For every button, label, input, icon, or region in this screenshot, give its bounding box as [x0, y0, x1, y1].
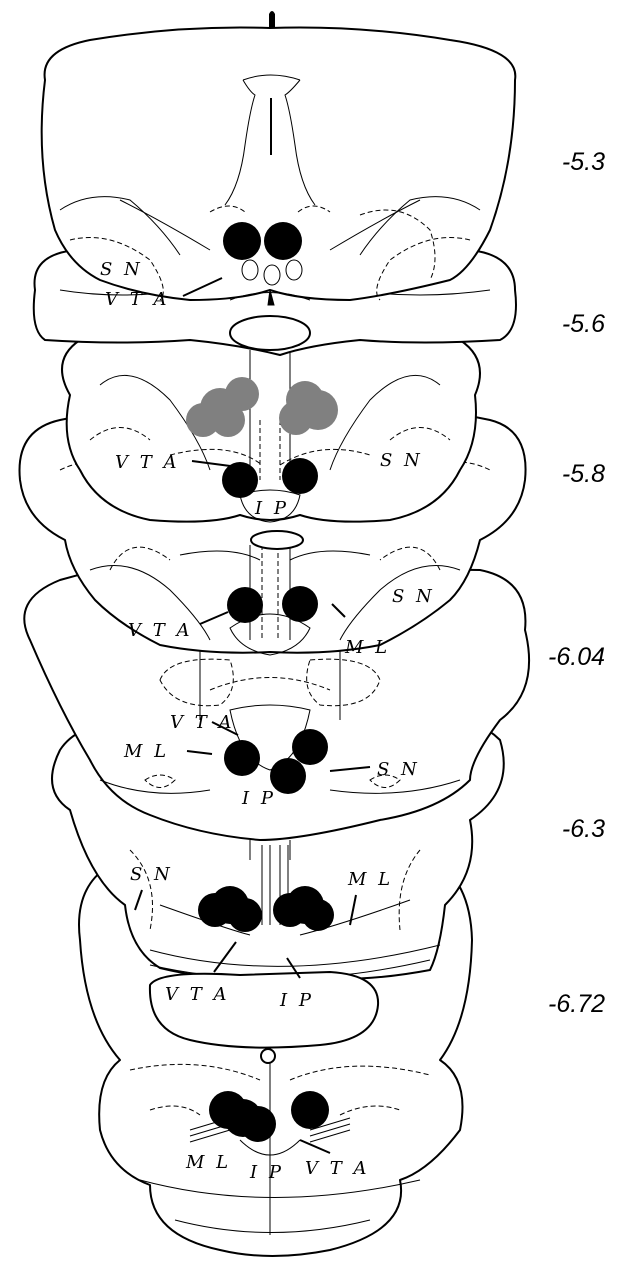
- label-ip: I P: [249, 1162, 284, 1183]
- lesion-dot: [282, 458, 318, 494]
- coordinate-label: -5.8: [562, 460, 605, 489]
- label-ip: I P: [254, 498, 289, 519]
- label-ip: I P: [241, 788, 276, 809]
- label-sn: S N: [100, 259, 143, 280]
- label-sn: S N: [377, 759, 420, 780]
- label-vta: V T A: [305, 1158, 369, 1179]
- lesion-dot: [227, 587, 263, 623]
- label-ml: M L: [347, 869, 393, 890]
- label-vta: V T A: [170, 712, 234, 733]
- lesion-dot: [223, 222, 261, 260]
- aqueduct: [261, 1049, 275, 1063]
- label-ip: I P: [279, 990, 314, 1011]
- label-sn: S N: [380, 450, 423, 471]
- coordinate-label: -6.72: [548, 990, 605, 1019]
- lesion-dot: [224, 740, 260, 776]
- label-ml: M L: [344, 637, 390, 658]
- coordinate-label: -6.3: [562, 815, 605, 844]
- label-vta: V T A: [105, 289, 169, 310]
- lesion-dot: [264, 222, 302, 260]
- label-ml: M L: [185, 1152, 231, 1173]
- lesion-dot: [222, 462, 258, 498]
- label-vta: V T A: [128, 620, 192, 641]
- label-vta: V T A: [115, 452, 179, 473]
- lesion-dot: [282, 586, 318, 622]
- coordinate-label: -6.04: [548, 643, 605, 672]
- coordinate-label: -5.3: [562, 148, 605, 177]
- aqueduct-5-8: [251, 531, 303, 549]
- coordinate-label: -5.6: [562, 310, 605, 339]
- label-sn: S N: [392, 586, 435, 607]
- lesion-dot: [292, 729, 328, 765]
- label-sn: S N: [130, 864, 173, 885]
- label-ml: M L: [123, 741, 169, 762]
- lesion-dot: [291, 1091, 329, 1129]
- label-vta: V T A: [165, 984, 229, 1005]
